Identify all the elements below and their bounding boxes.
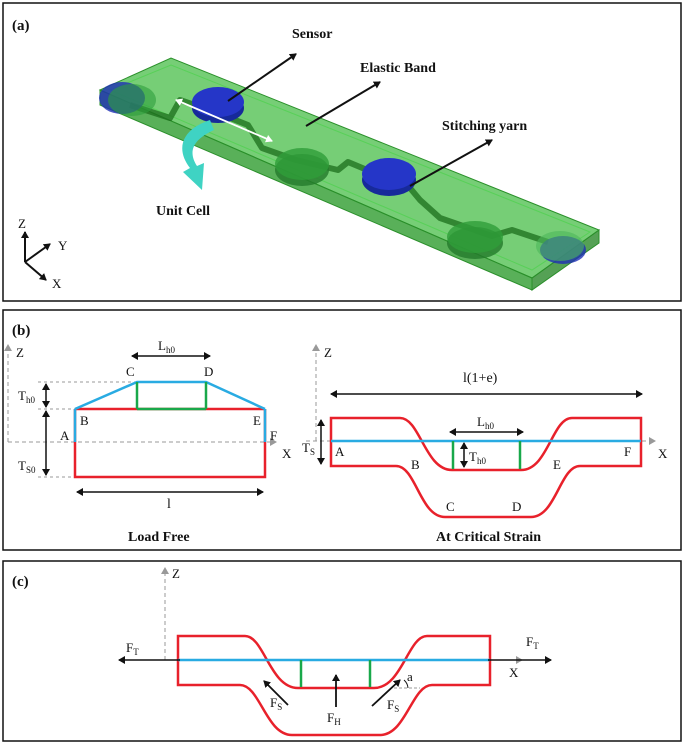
c-axis-z: Z: [172, 566, 180, 581]
stitching-yarn-label: Stitching yarn: [442, 119, 527, 134]
unit-cell-label: Unit Cell: [156, 204, 210, 219]
right-th0: Th0: [469, 449, 486, 466]
panel-a: (a): [2, 2, 682, 302]
panel-c-label: (c): [12, 574, 29, 590]
right-point-e: E: [553, 457, 561, 472]
right-point-f: F: [624, 444, 631, 459]
left-point-c: C: [126, 364, 135, 379]
elastic-band-label: Elastic Band: [360, 61, 436, 76]
unit-cell-arrow: [182, 120, 214, 190]
ft-right-label: FT: [526, 634, 539, 651]
left-axis-x: X: [282, 446, 292, 461]
fh-label: FH: [327, 710, 341, 727]
panel-c: (c) Z X FT FT FS FH FS a: [2, 560, 682, 742]
sensor-pointer: [227, 53, 297, 102]
left-hub-top: [74, 380, 266, 411]
panel-c-frame: [2, 560, 682, 742]
right-axis-z: Z: [324, 345, 332, 360]
unit-cell-span-arrow: [175, 98, 273, 143]
left-point-a: A: [60, 428, 70, 443]
right-lh0: Lh0: [477, 414, 494, 431]
right-point-d: D: [512, 499, 521, 514]
load-free-caption: Load Free: [128, 530, 190, 545]
left-length: l: [167, 497, 171, 512]
critical-strain-diagram: Z X l(1+e) Lh0 Th0 TS A B C D E: [302, 344, 668, 545]
sensor-4: [362, 158, 416, 196]
c-axis-x: X: [509, 665, 519, 680]
right-point-c: C: [446, 499, 455, 514]
load-free-diagram: Z X Lh0 Th0 TS0 l: [4, 338, 292, 545]
right-outline: [329, 416, 643, 519]
fs-right-arrow: [371, 679, 401, 707]
angle-label: a: [407, 669, 413, 684]
disc-5: [447, 221, 503, 259]
left-ts0: TS0: [18, 458, 36, 475]
axis-z-label: Z: [18, 216, 26, 231]
panel-a-label: (a): [12, 18, 30, 34]
axis-x-label: X: [52, 276, 62, 291]
fs-right-label: FS: [387, 697, 399, 714]
yarn-pointer: [409, 139, 493, 187]
panel-b-label: (b): [12, 323, 30, 339]
fs-left-label: FS: [270, 695, 282, 712]
fs-left-arrow: [263, 680, 289, 706]
c-outline: [176, 634, 492, 737]
right-point-a: A: [335, 444, 345, 459]
panel-b-frame: [2, 309, 682, 551]
left-point-d: D: [204, 364, 213, 379]
right-length: l(1+e): [463, 371, 498, 386]
band-pointer: [305, 81, 381, 127]
ft-left-label: FT: [126, 640, 139, 657]
left-point-f: F: [270, 428, 277, 443]
panel-b: (b) Z X Lh0 Th0: [2, 309, 682, 551]
right-ts: TS: [302, 440, 315, 457]
left-axis-z: Z: [16, 345, 24, 360]
left-outline-bottom: [73, 409, 267, 479]
right-point-b: B: [411, 457, 420, 472]
critical-strain-caption: At Critical Strain: [436, 530, 541, 545]
left-lh0: Lh0: [158, 338, 175, 355]
left-point-e: E: [253, 413, 261, 428]
sensor-1: [99, 82, 156, 116]
sensor-6: [536, 231, 586, 264]
axis-y-label: Y: [58, 238, 68, 253]
left-th0: Th0: [18, 388, 35, 405]
sensor-label: Sensor: [292, 27, 332, 42]
right-axis-x: X: [658, 446, 668, 461]
left-point-b: B: [80, 413, 89, 428]
axes-a: Z Y X: [18, 216, 68, 291]
disc-3: [275, 148, 329, 186]
